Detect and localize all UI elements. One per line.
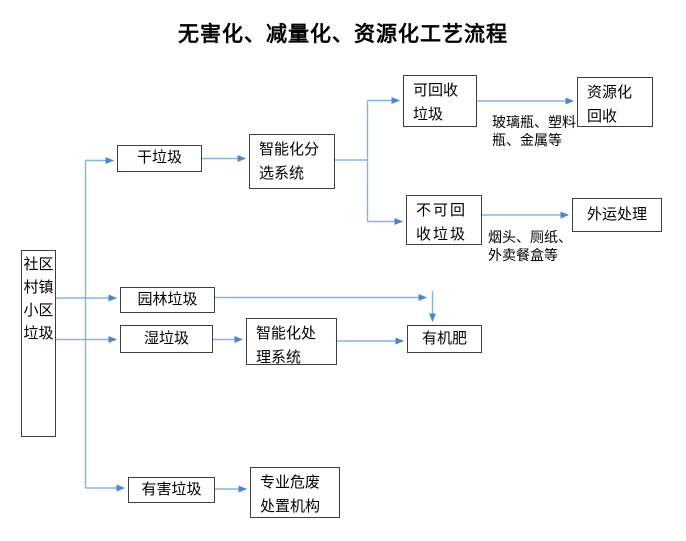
node-garden-waste: 园林垃圾 [120,287,215,313]
node-non-recyclable-waste: 不可回 收垃圾 [406,195,482,245]
node-wet-waste: 湿垃圾 [120,325,213,353]
node-hazardous-disposal-agency: 专业危废 处置机构 [250,467,340,518]
node-dry-waste: 干垃圾 [117,145,202,172]
diagram-title: 无害化、减量化、资源化工艺流程 [178,22,508,46]
node-intelligent-sorting-system: 智能化分 选系统 [249,134,335,189]
node-organic-fertilizer: 有机肥 [407,325,482,353]
node-intelligent-processing-system: 智能化处 理系统 [246,318,337,366]
node-resource-recovery: 资源化 回收 [577,77,653,127]
node-recyclable-waste: 可回收 垃圾 [403,75,477,127]
edge-label-non-recyclable-examples: 烟头、厕纸、 外卖餐盒等 [488,229,572,263]
node-source-community-waste: 社区村镇小区垃圾 [21,250,56,437]
edge-label-recyclable-examples: 玻璃瓶、塑料 瓶、金属等 [492,114,576,148]
node-outbound-treatment: 外运处理 [572,198,662,232]
node-hazardous-waste: 有害垃圾 [128,477,215,503]
